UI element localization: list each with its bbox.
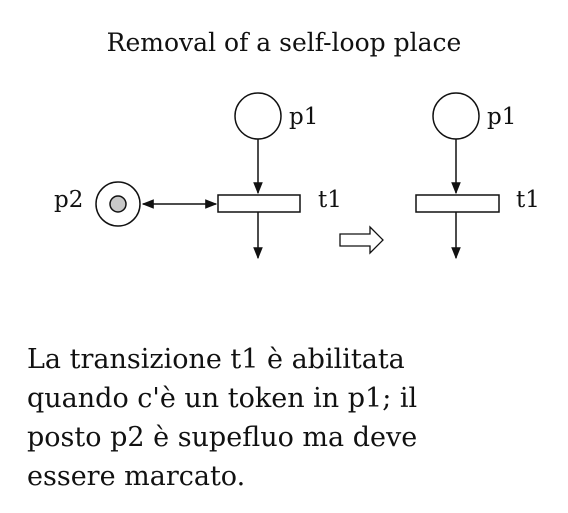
place-p1-right-label: p1 xyxy=(487,104,516,130)
left-net: p1 t1 p2 xyxy=(54,92,342,260)
caption-line: essere marcato. xyxy=(27,461,246,492)
petri-net-diagram: p1 t1 p2 p1 t1 xyxy=(54,92,540,260)
transition-t1-right-label: t1 xyxy=(516,187,540,213)
caption-line: La transizione t1 è abilitata xyxy=(27,344,405,375)
token xyxy=(109,195,127,213)
transform-arrow-icon xyxy=(339,225,384,255)
transition-t1-right xyxy=(415,194,500,213)
transition-t1-left xyxy=(217,194,301,213)
place-p1-left xyxy=(234,92,282,140)
transition-t1-left-label: t1 xyxy=(318,187,342,213)
page-title: Removal of a self-loop place xyxy=(106,28,462,57)
place-p1-left-label: p1 xyxy=(289,104,318,130)
place-p2 xyxy=(95,181,141,227)
place-p1-right xyxy=(432,92,480,140)
caption-line: quando c'è un token in p1; il xyxy=(27,383,418,414)
caption: La transizione t1 è abilitata quando c'è… xyxy=(27,340,547,496)
right-net: p1 t1 xyxy=(415,92,540,260)
place-p2-label: p2 xyxy=(54,187,83,213)
caption-line: posto p2 è supefluo ma deve xyxy=(27,422,418,453)
